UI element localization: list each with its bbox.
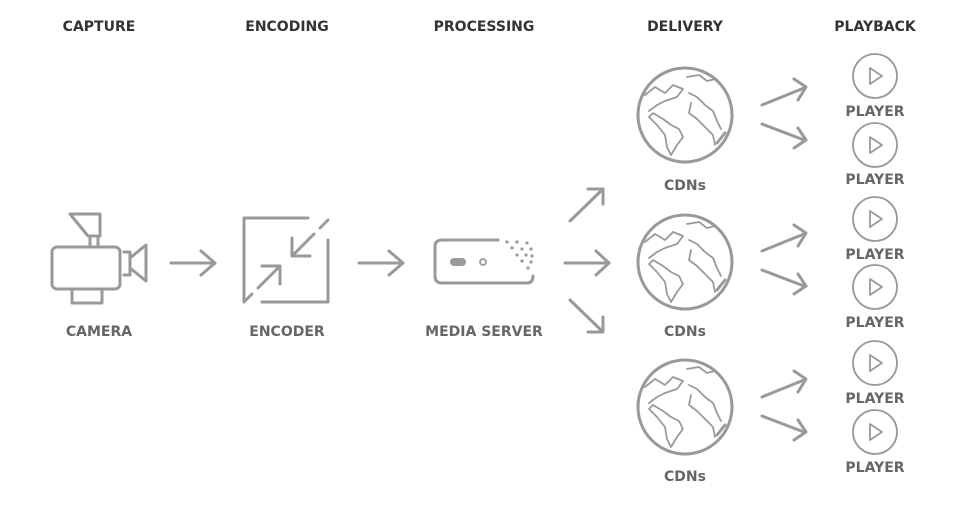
arrow-icon [357, 249, 405, 277]
stage-delivery: DELIVERY [647, 19, 724, 35]
play-icon [852, 53, 898, 99]
player-label: PLAYER [845, 172, 904, 188]
player-label: PLAYER [845, 247, 904, 263]
cdn-label: CDNs [664, 178, 706, 194]
globe-icon [636, 66, 734, 164]
stage-processing: PROCESSING [434, 19, 535, 35]
globe-icon [636, 358, 734, 456]
stage-playback: PLAYBACK [834, 19, 917, 35]
play-icon [852, 340, 898, 386]
camera-icon [50, 212, 148, 305]
split-arrows-icon [760, 77, 808, 150]
stage-headers: CAPTURE ENCODING PROCESSING DELIVERY PLA… [63, 19, 917, 35]
globe-icon [636, 213, 734, 311]
play-icon [852, 122, 898, 168]
cdn-label: CDNs [664, 324, 706, 340]
player-label: PLAYER [845, 104, 904, 120]
play-icon [852, 409, 898, 455]
fanout-arrows [563, 187, 611, 334]
play-icon [852, 264, 898, 310]
encoder-icon [242, 216, 330, 304]
cdn-label: CDNs [664, 469, 706, 485]
media-server-label: MEDIA SERVER [425, 324, 543, 340]
encoder-label: ENCODER [249, 324, 325, 340]
player-label: PLAYER [845, 460, 904, 476]
split-arrows-icon [760, 369, 808, 442]
split-arrows-icon [760, 223, 808, 296]
player-label: PLAYER [845, 391, 904, 407]
camera-label: CAMERA [66, 324, 132, 340]
play-icon [852, 196, 898, 242]
stage-encoding: ENCODING [245, 19, 329, 35]
stage-capture: CAPTURE [63, 19, 136, 35]
arrow-icon [169, 249, 217, 277]
media-server-icon [433, 238, 535, 285]
player-label: PLAYER [845, 315, 904, 331]
